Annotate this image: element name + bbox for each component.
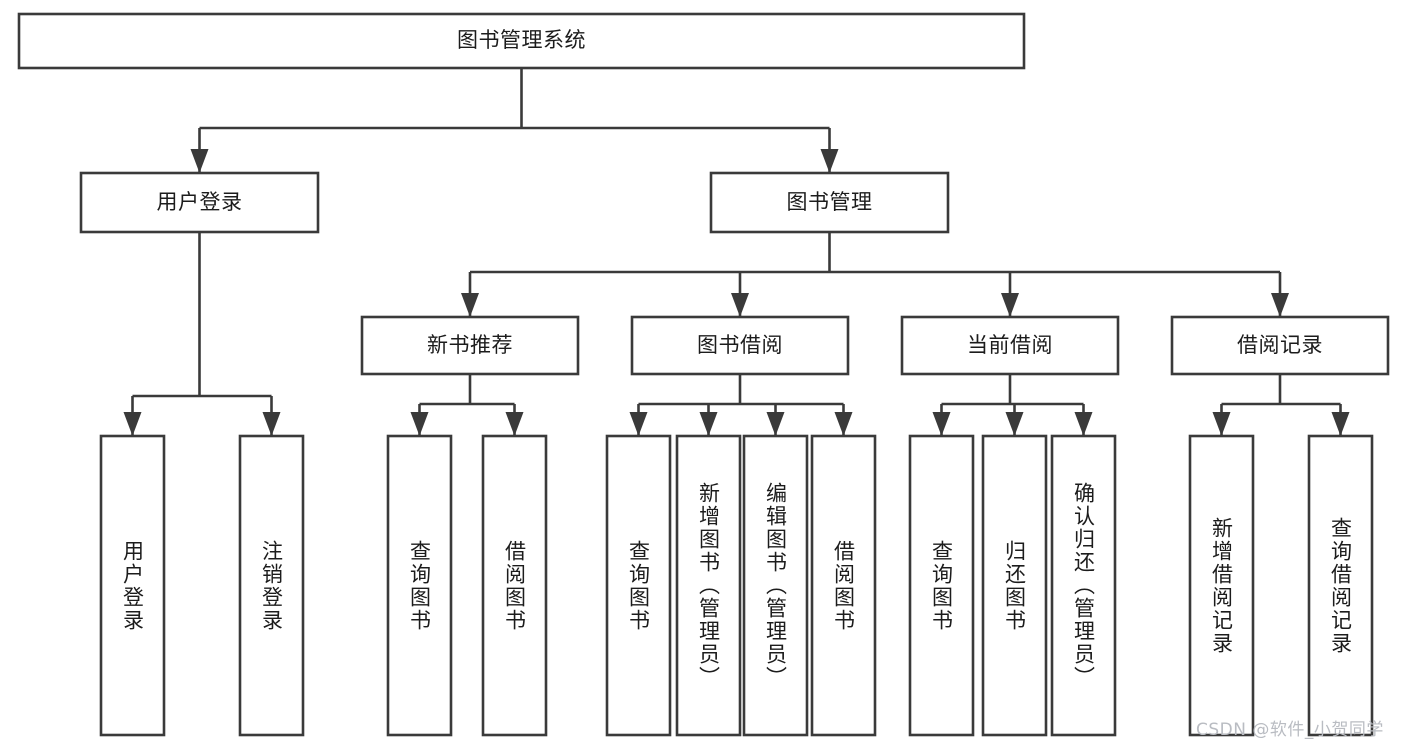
node-box-leaf-edit-book[interactable]	[742, 434, 809, 737]
node-box-borrow-records[interactable]	[1170, 315, 1390, 376]
node-box-leaf-confirm-return[interactable]	[1050, 434, 1117, 737]
node-box-user-login[interactable]	[79, 171, 320, 234]
arrow-head-icon-book-management	[820, 149, 839, 173]
node-box-new-book-recommend[interactable]	[360, 315, 580, 376]
node-box-leaf-query-record[interactable]	[1307, 434, 1374, 737]
node-box-leaf-query-book-3[interactable]	[908, 434, 975, 737]
arrow-head-icon-leaf-edit-book	[766, 412, 785, 436]
arrow-head-icon-leaf-confirm-return	[1074, 412, 1093, 436]
node-box-current-borrow[interactable]	[900, 315, 1120, 376]
arrow-head-icon-leaf-borrow-book-2	[834, 412, 853, 436]
arrow-head-icon-user-login	[190, 149, 209, 173]
arrow-head-icon-leaf-return-book	[1005, 412, 1024, 436]
arrow-head-icon-leaf-add-book	[699, 412, 718, 436]
arrow-head-icon-leaf-user-login	[123, 412, 142, 436]
node-box-book-management[interactable]	[709, 171, 950, 234]
node-box-leaf-add-record[interactable]	[1188, 434, 1255, 737]
node-box-leaf-query-book-2[interactable]	[605, 434, 672, 737]
node-boxes	[17, 12, 1390, 737]
node-box-root[interactable]	[17, 12, 1026, 70]
arrow-head-icon-borrow-records	[1271, 293, 1289, 317]
arrow-head-icon-leaf-logout	[262, 412, 281, 436]
node-box-book-borrow[interactable]	[630, 315, 850, 376]
node-box-leaf-borrow-book-1[interactable]	[481, 434, 548, 737]
arrow-head-icon-book-borrow	[731, 293, 749, 317]
arrow-head-icon-current-borrow	[1001, 293, 1019, 317]
arrow-head-icon-leaf-query-book-1	[410, 412, 429, 436]
node-box-leaf-borrow-book-2[interactable]	[810, 434, 877, 737]
arrow-head-icon-new-book-recommend	[461, 293, 479, 317]
node-box-leaf-query-book-1[interactable]	[386, 434, 453, 737]
arrow-head-icon-leaf-add-record	[1212, 412, 1231, 436]
arrow-head-icon-leaf-query-book-3	[932, 412, 951, 436]
csdn-watermark: CSDN @软件_小贺同学	[1196, 720, 1384, 740]
arrow-head-icon-leaf-query-book-2	[629, 412, 648, 436]
node-box-leaf-return-book[interactable]	[981, 434, 1048, 737]
arrow-head-icon-leaf-query-record	[1331, 412, 1350, 436]
arrow-head-icon-leaf-borrow-book-1	[505, 412, 524, 436]
connector-lines	[123, 68, 1350, 436]
node-box-leaf-logout[interactable]	[238, 434, 305, 737]
node-box-leaf-add-book[interactable]	[675, 434, 742, 737]
node-box-leaf-user-login[interactable]	[99, 434, 166, 737]
